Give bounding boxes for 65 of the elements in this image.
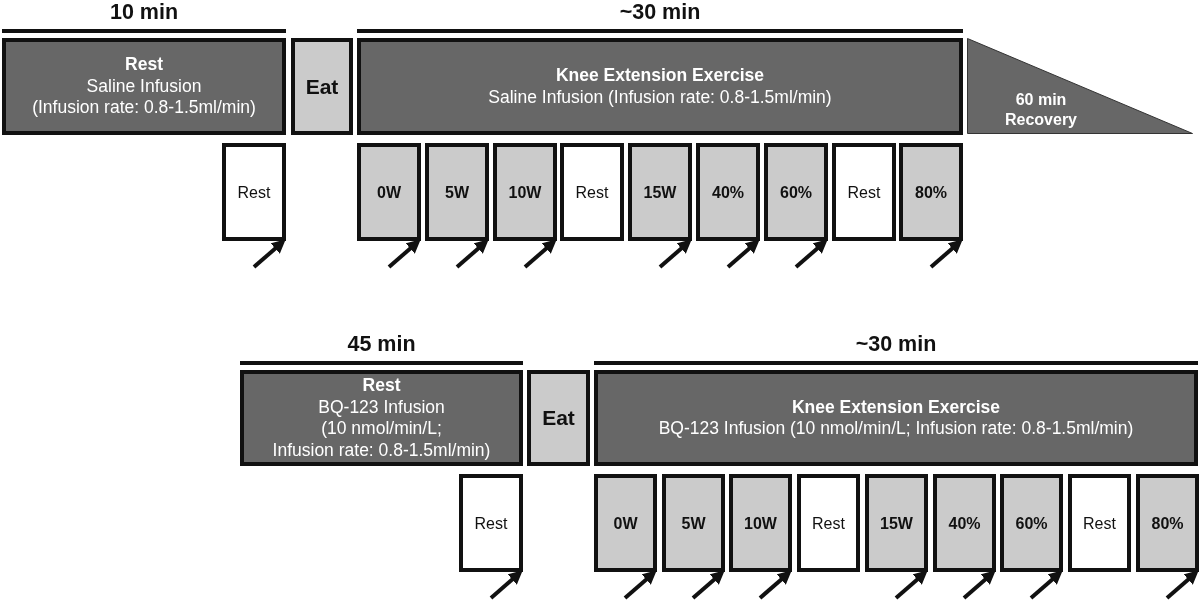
stage-box [222, 143, 286, 241]
stage-box [493, 143, 557, 241]
stage-box [628, 143, 692, 241]
phase-title: Rest [125, 54, 163, 76]
stage-box [899, 143, 963, 241]
phase-box [594, 370, 1198, 466]
stage-box [594, 474, 657, 572]
duration-label: ~30 min [619, 1, 701, 23]
stage-label: 0W [613, 513, 638, 533]
stage-box [1000, 474, 1063, 572]
stage-label: 5W [445, 182, 469, 202]
stage-label: Rest [237, 182, 271, 202]
stage-box [797, 474, 860, 572]
stage-label: 15W [880, 513, 913, 533]
phase-text: BQ-123 Infusion (10 nmol/min/L; Infusion rate: 0.8-1.5ml/min) [658, 418, 1134, 440]
stage-box [357, 143, 421, 241]
stage-box [729, 474, 792, 572]
stage-box [696, 143, 760, 241]
stage-label: 80% [1151, 513, 1184, 533]
phase-text: BQ-123 Infusion [318, 396, 445, 418]
phase-box [240, 370, 523, 466]
stage-label: 10W [744, 513, 777, 533]
stage-label: Rest [474, 513, 508, 533]
phase-text: (10 nmol/min/L; [321, 418, 442, 440]
stage-box [1136, 474, 1199, 572]
recovery-label: 60 min Recovery [1003, 90, 1078, 130]
stage-label: 5W [681, 513, 706, 533]
stage-label: 60% [1015, 513, 1048, 533]
stage-label: 10W [508, 182, 542, 202]
stage-box [865, 474, 928, 572]
stage-box [560, 143, 624, 241]
stage-label: 80% [915, 182, 947, 202]
stage-label: 40% [712, 182, 744, 202]
stage-label: 40% [948, 513, 981, 533]
phase-text: Saline Infusion [86, 75, 202, 98]
phase-title: Knee Extension Exercise [555, 65, 765, 87]
phase-title: Knee Extension Exercise [791, 396, 1001, 418]
phase-text: Saline Infusion (Infusion rate: 0.8-1.5ml/min) [488, 86, 832, 108]
stage-label: Rest [847, 182, 881, 202]
meal-box [527, 370, 590, 466]
stage-label: 15W [643, 182, 677, 202]
phase-text: (Infusion rate: 0.8-1.5ml/min) [32, 97, 256, 119]
stage-label: Rest [575, 182, 609, 202]
stage-box [832, 143, 896, 241]
stage-label: 60% [780, 182, 812, 202]
stage-box [662, 474, 725, 572]
recovery-triangle [967, 38, 1193, 134]
phase-title: Rest [362, 375, 401, 397]
meal-label: Eat [305, 74, 339, 99]
phase-box [2, 38, 286, 135]
duration-label: ~30 min [855, 333, 937, 355]
phase-box [357, 38, 963, 135]
meal-label: Eat [542, 406, 575, 430]
stage-box [933, 474, 996, 572]
phase-text: Infusion rate: 0.8-1.5ml/min) [272, 439, 491, 461]
stage-box [764, 143, 828, 241]
stage-box [459, 474, 523, 572]
stage-label: Rest [812, 513, 845, 533]
duration-label: 10 min [109, 1, 179, 23]
stage-label: Rest [1083, 513, 1116, 533]
stage-box [1068, 474, 1131, 572]
meal-box [291, 38, 353, 135]
stage-box [425, 143, 489, 241]
stage-label: 0W [377, 182, 401, 202]
duration-label: 45 min [347, 333, 416, 355]
